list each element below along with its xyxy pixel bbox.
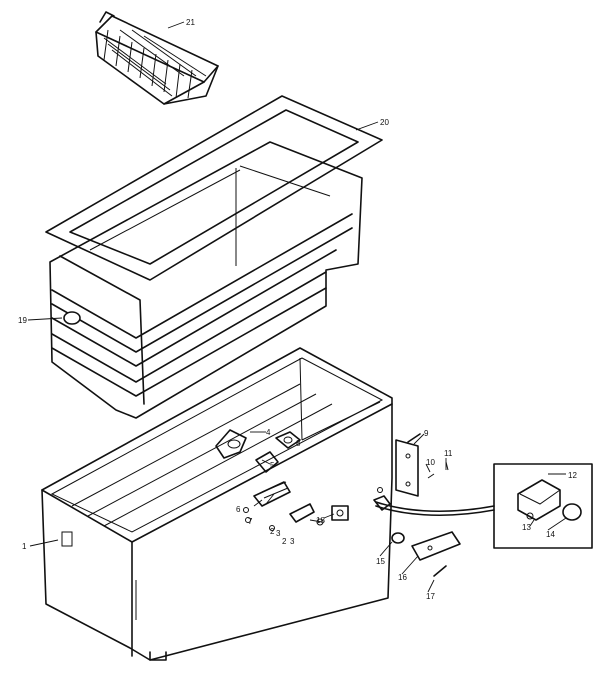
lid-frame <box>45 95 383 281</box>
callout-1: 1 <box>22 542 27 551</box>
control-components <box>215 429 324 531</box>
callout-3b: 3 <box>290 537 295 546</box>
side-bracket <box>395 433 449 497</box>
callout-10: 10 <box>426 458 435 467</box>
leader-lines <box>27 21 567 593</box>
callout-9: 9 <box>424 429 429 438</box>
callouts: 21 20 19 1 9 11 10 12 13 14 15 16 17 18 … <box>18 18 577 601</box>
callout-5: 5 <box>270 461 275 470</box>
callout-14: 14 <box>546 530 555 539</box>
callout-2a: 2 <box>270 527 275 536</box>
cabinet-liner <box>49 141 363 419</box>
callout-19: 19 <box>18 316 27 325</box>
callout-2b: 2 <box>282 537 287 546</box>
callout-13: 13 <box>522 523 531 532</box>
callout-12: 12 <box>568 471 577 480</box>
callout-15: 15 <box>376 557 385 566</box>
switch-parts <box>331 487 461 577</box>
callout-3a: 3 <box>276 529 281 538</box>
callout-6: 6 <box>236 505 241 514</box>
callout-16: 16 <box>398 573 407 582</box>
power-cord <box>375 501 495 517</box>
freezer-cabinet <box>41 347 393 661</box>
callout-21: 21 <box>186 18 195 27</box>
wire-basket <box>95 11 219 105</box>
callout-17: 17 <box>426 592 435 601</box>
callout-18: 18 <box>316 516 325 525</box>
junction-box-inset <box>493 463 593 549</box>
callout-8: 8 <box>296 439 301 448</box>
callout-7: 7 <box>248 517 253 526</box>
callout-4: 4 <box>266 428 271 437</box>
callout-11: 11 <box>444 449 453 458</box>
callout-20: 20 <box>380 118 389 127</box>
